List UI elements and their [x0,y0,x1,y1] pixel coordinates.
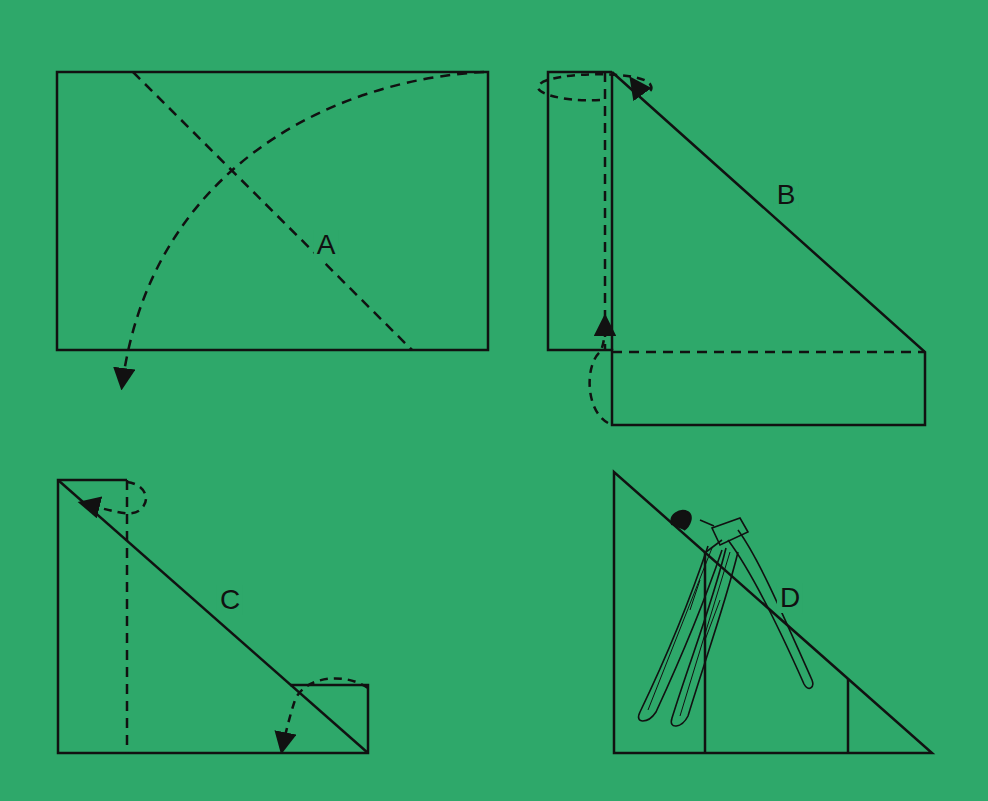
dragonfly-abdomen [728,530,813,688]
paper-sheet [57,72,488,350]
fold-line [126,480,129,753]
fold-arrow [538,74,651,100]
dragonfly-legs [700,520,722,552]
fold-line [133,72,412,350]
figure-letter: D [777,583,803,613]
figure-letter: A [314,230,339,260]
dragonfly-head [671,511,691,530]
dragonfly-wing [671,548,738,726]
fold-arrow [82,482,146,513]
edge-line [611,72,614,350]
fold-line [604,72,607,350]
fold-arrow [282,678,368,750]
fold-arrow [122,72,484,386]
folded-sheet [58,480,368,753]
folded-triangle [614,472,932,753]
edge-line [58,480,368,753]
edge-line [847,679,850,753]
figure-letter: C [217,585,243,615]
dragonfly-thorax [712,518,748,545]
figure-letter: B [774,180,799,210]
fold-arrow [590,318,608,423]
folded-sheet [548,72,925,425]
fold-line [612,351,925,354]
dragonfly-drawing [639,511,813,726]
wing-veins [648,548,730,716]
edge-line [704,552,707,753]
